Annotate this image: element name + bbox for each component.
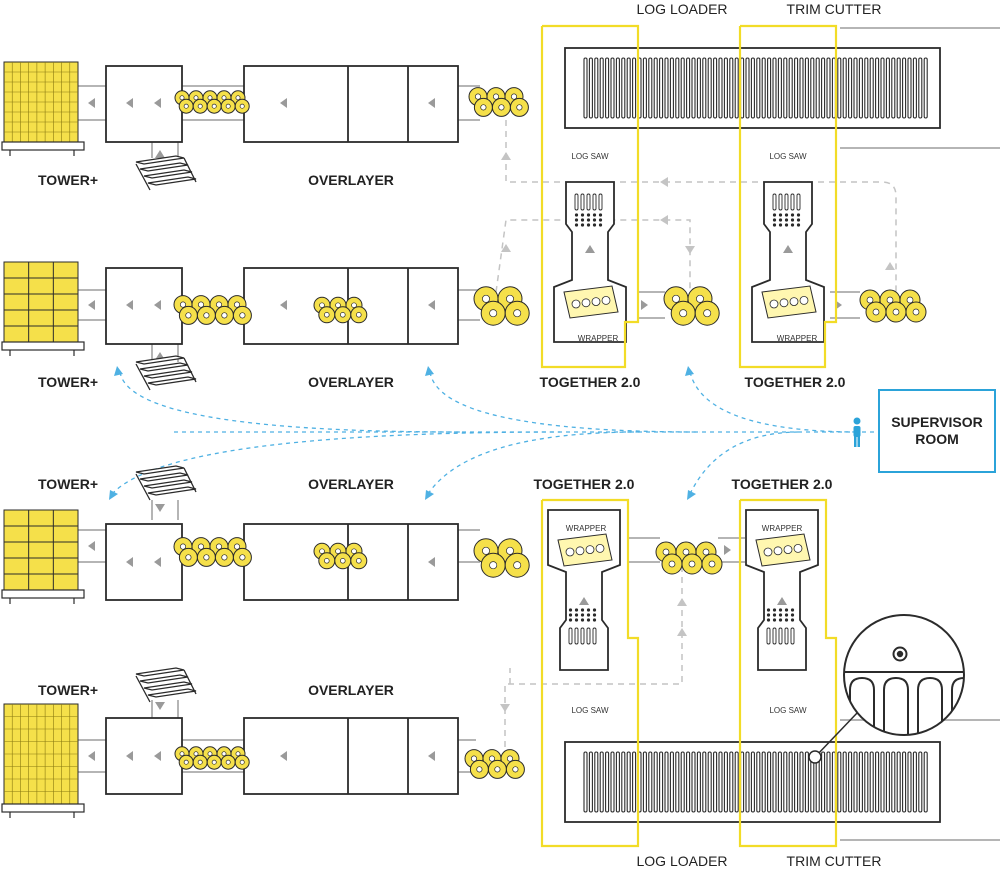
log-saw-label-2: LOG SAW <box>769 152 807 161</box>
roll-bundle <box>464 749 525 779</box>
section-highlights <box>540 24 838 848</box>
machine-direction-arrows <box>88 98 842 761</box>
tower-label-2: TOWER+ <box>38 374 99 390</box>
overlayer-label-1: OVERLAYER <box>308 172 394 188</box>
roll-bundle <box>473 538 530 578</box>
pallet <box>135 155 197 191</box>
pallet-stack <box>1 509 85 604</box>
signal-arrow-heads <box>109 366 696 500</box>
operator-person-icon <box>853 417 861 447</box>
pallet <box>135 355 197 391</box>
supervisor-signal-lines <box>111 371 874 495</box>
wrapper-label-1: WRAPPER <box>577 334 619 343</box>
flow-arrows <box>500 152 895 712</box>
pallet-stack <box>1 261 85 356</box>
zoom-magnifier <box>808 614 965 764</box>
overlayer-label-4: OVERLAYER <box>308 682 394 698</box>
together-label-2: TOGETHER 2.0 <box>744 374 846 390</box>
roll-bundle <box>473 286 530 326</box>
roll-bundle <box>655 541 723 575</box>
trim-cutter-label-top: TRIM CUTTER <box>786 1 882 17</box>
together-machine <box>745 509 819 671</box>
pallet-stack <box>1 61 85 156</box>
roll-bundle <box>468 87 529 117</box>
product-pallet-stacks <box>1 61 85 818</box>
pallet <box>135 465 197 501</box>
together-label-3: TOGETHER 2.0 <box>533 476 635 492</box>
supervisor-room[interactable]: SUPERVISOR ROOM <box>878 389 996 473</box>
roll-bundle <box>663 286 720 326</box>
together-label-1: TOGETHER 2.0 <box>539 374 641 390</box>
overlayer-label-3: OVERLAYER <box>308 476 394 492</box>
log-accumulator-slots <box>583 57 928 813</box>
wrapper-label-4: WRAPPER <box>761 524 803 533</box>
tower-overlayer-machines <box>105 65 459 795</box>
conveyor-tracks <box>78 27 1000 841</box>
roll-bundles <box>173 87 927 779</box>
roll-bundle <box>313 296 368 324</box>
supervisor-room-title: SUPERVISOR <box>891 414 983 430</box>
roll-bundle <box>173 537 252 567</box>
roll-bundle <box>859 289 927 323</box>
together-label-4: TOGETHER 2.0 <box>731 476 833 492</box>
together-machine <box>751 181 825 343</box>
log-saw-label-1: LOG SAW <box>571 152 609 161</box>
wrapper-label-3: WRAPPER <box>565 524 607 533</box>
overlayer-label-2: OVERLAYER <box>308 374 394 390</box>
tower-label-3: TOWER+ <box>38 476 99 492</box>
trim-cutter-label-bottom: TRIM CUTTER <box>786 853 882 869</box>
together-units <box>547 181 825 671</box>
product-flow-paths <box>495 120 897 758</box>
tower-label-1: TOWER+ <box>38 172 99 188</box>
log-saw-label-3: LOG SAW <box>571 706 609 715</box>
log-saw-label-4: LOG SAW <box>769 706 807 715</box>
tower-label-4: TOWER+ <box>38 682 99 698</box>
log-loader-label-bottom: LOG LOADER <box>636 853 728 869</box>
log-loader-label-top: LOG LOADER <box>636 1 728 17</box>
pallet-stack <box>1 703 85 818</box>
roll-bundle <box>174 746 250 770</box>
wrapper-label-2: WRAPPER <box>776 334 818 343</box>
together-machine <box>553 181 627 343</box>
supervisor-room-subtitle: ROOM <box>915 431 959 447</box>
empty-pallets <box>135 155 197 703</box>
roll-bundle <box>173 295 252 325</box>
roll-bundle <box>174 90 250 114</box>
together-machine <box>547 509 621 671</box>
pallet <box>135 667 197 703</box>
roll-bundle <box>313 542 368 570</box>
